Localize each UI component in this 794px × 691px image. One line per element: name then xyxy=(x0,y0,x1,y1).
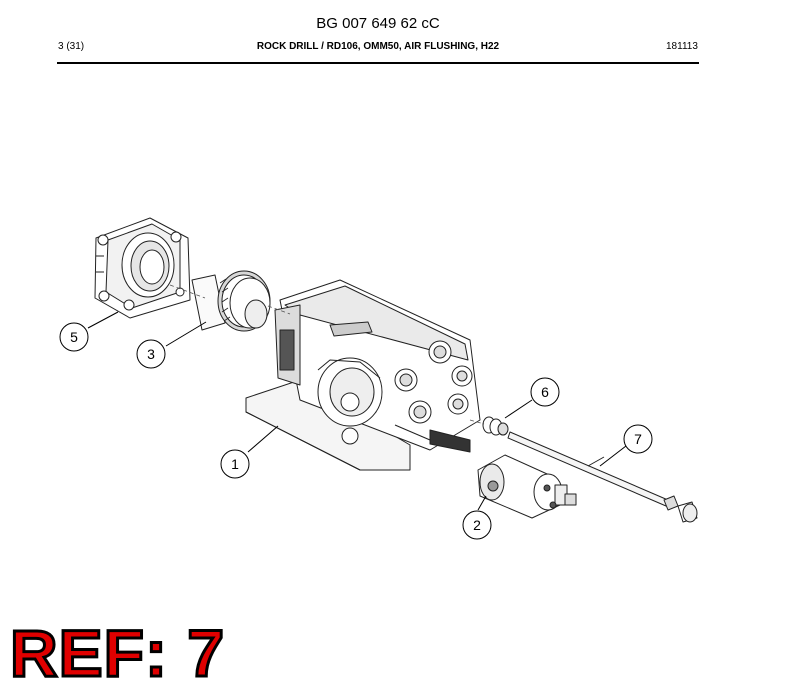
callout-label: 5 xyxy=(70,329,78,345)
callout-3 xyxy=(136,339,166,369)
callout-label: 7 xyxy=(634,431,642,447)
callout-label: 6 xyxy=(541,384,549,400)
part-6-fitting xyxy=(482,416,509,436)
part-7-rod xyxy=(507,431,698,523)
callout-label: 1 xyxy=(231,456,239,472)
callout-5 xyxy=(59,322,89,352)
header-rule xyxy=(57,62,699,64)
part-5-flange-housing xyxy=(94,217,191,319)
document-title: ROCK DRILL / RD106, OMM50, AIR FLUSHING,… xyxy=(256,41,500,52)
page-indicator: 3 (31) xyxy=(58,41,85,52)
callout-1 xyxy=(220,449,250,479)
part-1-drill-body xyxy=(245,279,481,471)
callout-label: 3 xyxy=(147,346,155,362)
callout-6 xyxy=(530,377,560,407)
date-code: 181113 xyxy=(666,41,698,52)
assembly-axis-lines xyxy=(169,284,485,425)
callout-7 xyxy=(623,424,653,454)
part-3-gear xyxy=(191,270,271,332)
reference-stamp: REF: 7 xyxy=(8,616,226,690)
document-number: BG 007 649 62 cC xyxy=(316,15,440,32)
callout-2 xyxy=(462,510,492,540)
part-2-motor xyxy=(477,454,577,519)
leader-lines xyxy=(87,311,627,511)
callout-label: 2 xyxy=(473,517,481,533)
